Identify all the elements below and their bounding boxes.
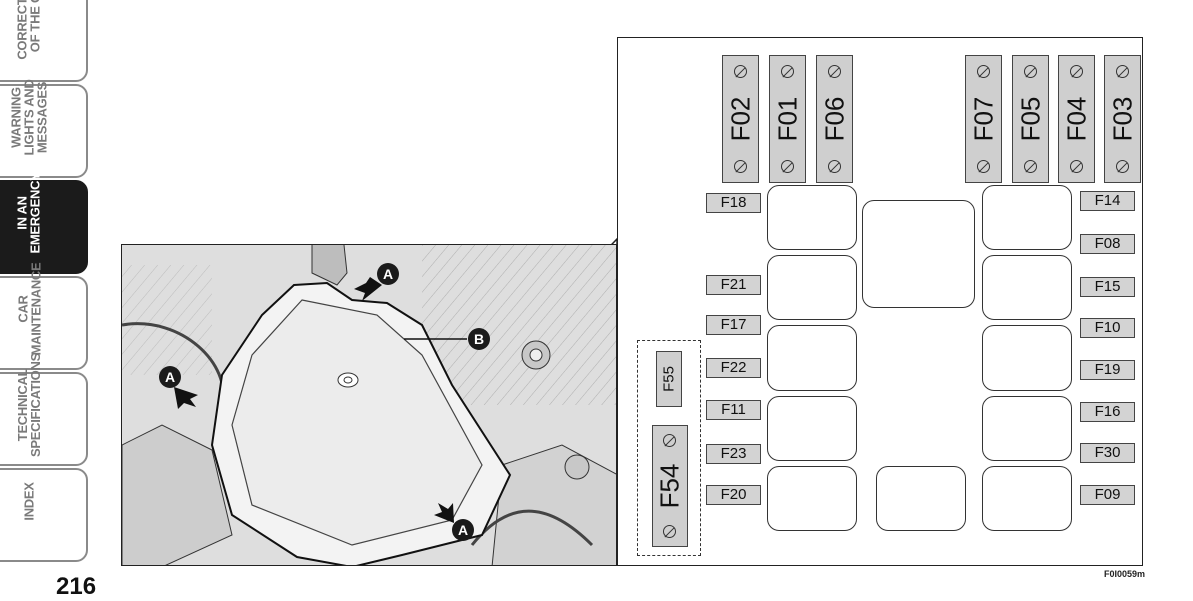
relay-right-4 <box>982 396 1072 461</box>
callout-a-left: A <box>159 366 181 388</box>
fuse-f54[interactable]: F54 <box>652 425 688 547</box>
page-number: 216 <box>56 573 97 600</box>
fuse-f30[interactable]: F30 <box>1080 443 1135 463</box>
relay-right-1 <box>982 185 1072 250</box>
screw-icon <box>1023 160 1037 173</box>
fuse-f23[interactable]: F23 <box>706 444 761 464</box>
relay-left-5 <box>767 466 857 531</box>
relay-right-2 <box>982 255 1072 320</box>
fuse-f09[interactable]: F09 <box>1080 485 1135 505</box>
relay-right-5 <box>982 466 1072 531</box>
fuse-f18[interactable]: F18 <box>706 193 761 213</box>
side-tab-label: INDEX <box>21 481 37 521</box>
relay-left-4 <box>767 396 857 461</box>
fuse-f01[interactable]: F01 <box>769 55 806 183</box>
fuse-f21[interactable]: F21 <box>706 275 761 295</box>
side-tab-index[interactable]: INDEX <box>0 468 88 562</box>
callout-a-top: A <box>377 263 399 285</box>
side-tab-warning-lights[interactable]: WARNING LIGHTS AND MESSAGES <box>0 79 88 178</box>
callout-a-bottom: A <box>452 519 474 541</box>
fuse-f02[interactable]: F02 <box>722 55 759 183</box>
screw-icon <box>733 160 747 173</box>
screw-icon <box>1115 160 1129 173</box>
fuse-f08[interactable]: F08 <box>1080 234 1135 254</box>
fuse-f04[interactable]: F04 <box>1058 55 1095 183</box>
fuse-box-diagram: F02 F01 F06 F07 F05 F04 F03 <box>617 37 1143 566</box>
aux-fuse-panel: F55 F54 <box>637 340 701 556</box>
screw-icon <box>976 160 990 173</box>
figure-code: F0I0059m <box>1104 569 1146 579</box>
screw-icon <box>1069 65 1083 78</box>
fuse-f19[interactable]: F19 <box>1080 360 1135 380</box>
svg-text:B: B <box>474 331 484 347</box>
side-tab-in-an-emergency[interactable]: IN AN EMERGENCY <box>0 172 88 274</box>
side-tab-car-maintenance[interactable]: CAR MAINTENANCE <box>0 263 88 370</box>
engine-bay-photo: A A A B <box>121 244 617 566</box>
fuse-f20[interactable]: F20 <box>706 485 761 505</box>
fuse-f06[interactable]: F06 <box>816 55 853 183</box>
callout-b: B <box>468 328 490 350</box>
fuse-f17[interactable]: F17 <box>706 315 761 335</box>
fuse-f07[interactable]: F07 <box>965 55 1002 183</box>
relay-right-3 <box>982 325 1072 391</box>
fuse-f16[interactable]: F16 <box>1080 402 1135 422</box>
relay-left-2 <box>767 255 857 320</box>
fuse-f15[interactable]: F15 <box>1080 277 1135 297</box>
fuse-f14[interactable]: F14 <box>1080 191 1135 211</box>
svg-text:A: A <box>458 522 468 538</box>
relay-left-3 <box>767 325 857 391</box>
screw-icon <box>663 434 676 447</box>
screw-icon <box>663 525 676 538</box>
svg-text:A: A <box>383 266 393 282</box>
fuse-f03[interactable]: F03 <box>1104 55 1141 183</box>
side-tab-label: WARNING LIGHTS AND MESSAGES <box>8 79 50 155</box>
screw-icon <box>1115 65 1129 78</box>
fuse-f05[interactable]: F05 <box>1012 55 1049 183</box>
side-tab-technical-specifications[interactable]: TECHNICAL SPECIFICATIONS <box>0 353 88 466</box>
screw-icon <box>976 65 990 78</box>
relay-center-bottom <box>876 466 966 531</box>
side-tab-label: CORRECT USE OF THE CAR <box>15 0 44 60</box>
screw-icon <box>733 65 747 78</box>
side-tab-label: TECHNICAL SPECIFICATIONS <box>15 353 43 457</box>
screw-icon <box>827 65 841 78</box>
side-tab-correct-use[interactable]: CORRECT USE OF THE CAR <box>0 0 88 82</box>
screw-icon <box>1023 65 1037 78</box>
fuse-f10[interactable]: F10 <box>1080 318 1135 338</box>
fuse-f22[interactable]: F22 <box>706 358 761 378</box>
svg-text:A: A <box>165 369 175 385</box>
relay-left-1 <box>767 185 857 250</box>
relay-center-large <box>862 200 975 308</box>
screw-icon <box>827 160 841 173</box>
fuse-f55[interactable]: F55 <box>656 351 682 407</box>
screw-icon <box>780 65 794 78</box>
screw-icon <box>780 160 794 173</box>
screw-icon <box>1069 160 1083 173</box>
fuse-f11[interactable]: F11 <box>706 400 761 420</box>
engine-bay-drawing: A A A B <box>122 245 616 565</box>
